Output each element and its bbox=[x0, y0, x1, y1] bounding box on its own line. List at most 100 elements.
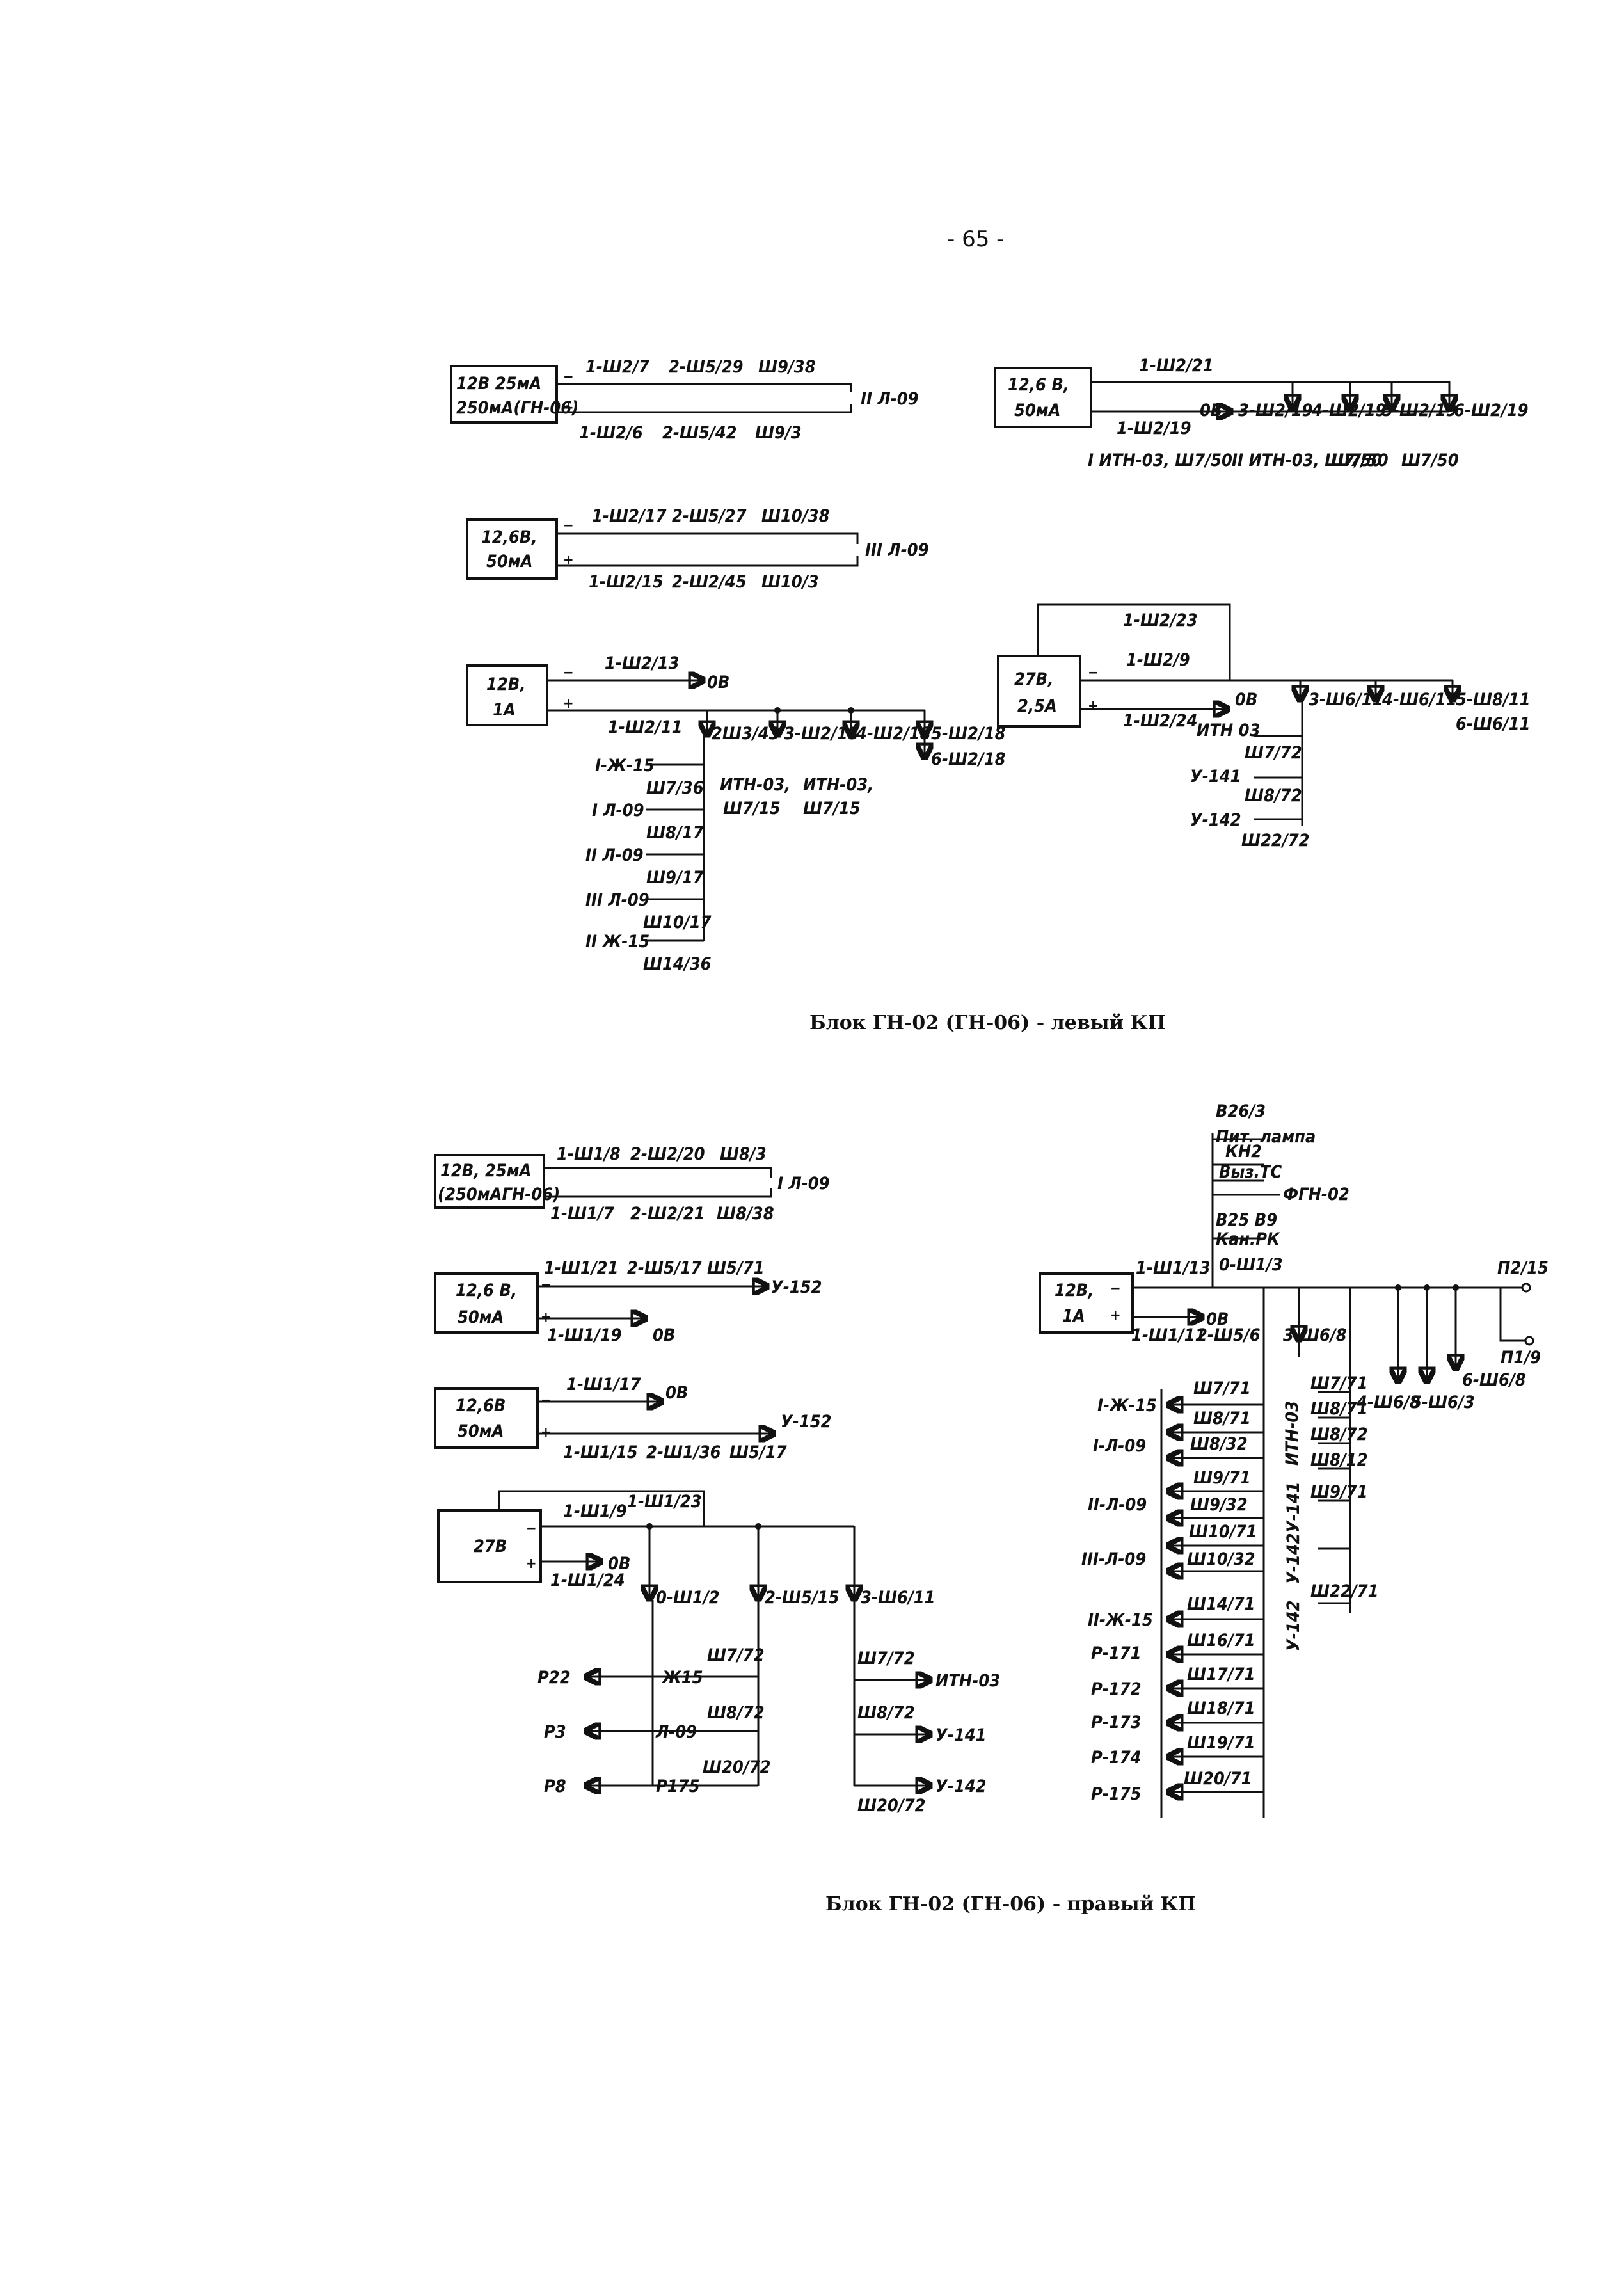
side-conn: Ш22/71 bbox=[1310, 1581, 1379, 1601]
load-name: Р-173 bbox=[1091, 1713, 1142, 1732]
conn-label: 2-Ш5/17 bbox=[627, 1258, 702, 1278]
plus-sign: + bbox=[1088, 698, 1099, 714]
tap-label: 4-Ш6/11 bbox=[1381, 690, 1457, 710]
load-label: I ИТН-03, Ш7/50 bbox=[1088, 451, 1232, 470]
load-conn: Ш14/36 bbox=[643, 954, 712, 974]
left-supply-4: 12В, 1А − + 1-Ш2/13 0В 1-Ш2/11 2Ш3/43 3-… bbox=[466, 653, 1006, 974]
left-kp-diagram: 12В 25мА 250мА(ГН-06) − + 1-Ш2/7 2-Ш5/29… bbox=[450, 356, 1531, 1034]
conn-label: Ш9/38 bbox=[758, 357, 816, 377]
box-line-2: 2,5А bbox=[1017, 696, 1057, 716]
box-line-2: 50мА bbox=[458, 1421, 504, 1441]
box-line-1: 12В, bbox=[1055, 1281, 1094, 1300]
conn-label: 1-Ш2/24 bbox=[1123, 711, 1198, 731]
load-conn: Ш22/72 bbox=[1241, 831, 1310, 851]
load-conn: Ш16/71 bbox=[1187, 1631, 1255, 1651]
box-line-1: 12В 25мА bbox=[456, 374, 541, 394]
mast-label: В26/3 bbox=[1216, 1101, 1266, 1121]
conn-label: 2-Ш5/42 bbox=[662, 423, 737, 443]
minus-sign: − bbox=[1110, 1281, 1121, 1297]
load-dest: Р22 bbox=[537, 1668, 571, 1688]
load-conn: Ш7/72 bbox=[707, 1645, 765, 1665]
tap-label: 0-Ш1/2 bbox=[656, 1588, 720, 1608]
conn-label: 0-Ш1/3 bbox=[1219, 1255, 1283, 1275]
load-conn: Ш8/32 bbox=[1190, 1434, 1248, 1454]
tap-label: 6-Ш2/19 bbox=[1454, 401, 1529, 420]
conn-label: Ш9/3 bbox=[755, 423, 802, 443]
minus-sign: − bbox=[526, 1521, 537, 1537]
load-conn: Ш20/71 bbox=[1184, 1769, 1252, 1789]
load-conn: Ш9/17 bbox=[646, 868, 704, 888]
box-line-1: 12,6В, bbox=[481, 527, 537, 547]
load-name: II Ж-15 bbox=[585, 932, 649, 952]
box-line-1: 27В, bbox=[1014, 669, 1054, 689]
tap-label: 3-Ш2/19 bbox=[1238, 401, 1313, 420]
right-kp-diagram: 12В, 25мА (250мАГН-06) 1-Ш1/8 2-Ш2/20 Ш8… bbox=[434, 1101, 1548, 1915]
supply-box bbox=[434, 1154, 545, 1209]
terminal bbox=[1521, 1283, 1531, 1293]
conn-label: 1-Ш1/13 bbox=[1136, 1258, 1211, 1278]
side-conn: Ш8/72 bbox=[1310, 1425, 1368, 1444]
conn-label: 2-Ш5/27 bbox=[672, 506, 747, 526]
caption-right: Блок ГН-02 (ГН-06) - правый КП bbox=[825, 1893, 1196, 1915]
box-line-2: 50мА bbox=[458, 1307, 504, 1327]
load-conn: Ш19/71 bbox=[1187, 1733, 1255, 1753]
load-name: II-Л-09 bbox=[1088, 1495, 1147, 1515]
conn-label: 1-Ш2/19 bbox=[1117, 419, 1191, 438]
conn-label: Ш5/17 bbox=[729, 1443, 787, 1462]
load-name: Л-09 bbox=[655, 1722, 697, 1742]
load-conn: Ш10/17 bbox=[643, 913, 712, 932]
wire bbox=[1499, 1288, 1526, 1342]
right-supply-5: 12В, 1А − + В26/3 Пит. лампа КН2 Выз.ТС … bbox=[1039, 1101, 1548, 1818]
load-conn: Ш7/72 bbox=[857, 1649, 915, 1668]
load-name: II Л-09 bbox=[585, 845, 644, 865]
itn-label: ИТН-03, bbox=[803, 775, 873, 795]
box-line-2: 250мА(ГН-06) bbox=[456, 398, 578, 418]
tap-label: 2Ш3/43 bbox=[712, 724, 780, 744]
side-conn: Ш8/12 bbox=[1310, 1450, 1368, 1470]
box-line-2: (250мАГН-06) bbox=[438, 1185, 560, 1204]
tap-label: 5-Ш2/19 bbox=[1382, 401, 1457, 420]
load-name: I-Л-09 bbox=[1093, 1436, 1146, 1456]
box-line-1: 27В bbox=[474, 1537, 507, 1556]
dest-label: III Л-09 bbox=[865, 540, 929, 560]
itn-label: Ш7/15 bbox=[723, 799, 781, 819]
conn-label: 2-Ш5/6 bbox=[1197, 1325, 1261, 1345]
load-conn: Ш7/36 bbox=[646, 778, 704, 798]
conn-label: 1-Ш2/15 bbox=[589, 572, 664, 592]
junction bbox=[755, 1523, 761, 1530]
conn-label: 2-Ш5/29 bbox=[669, 357, 744, 377]
minus-sign: − bbox=[1088, 665, 1099, 681]
tap-label: 5-Ш2/18 bbox=[931, 724, 1006, 744]
supply-box bbox=[466, 664, 548, 726]
page-number: - 65 - bbox=[947, 227, 1004, 252]
left-supply-2: 12,6В, 50мА − + 1-Ш2/17 2-Ш5/27 Ш10/38 1… bbox=[466, 506, 929, 592]
tap-label: 3-Ш2/18 bbox=[784, 724, 859, 744]
junction bbox=[848, 707, 854, 714]
conn-label: 1-Ш1/11 bbox=[1131, 1325, 1206, 1345]
tap-label: 4-Ш6/8 bbox=[1356, 1393, 1421, 1412]
load-name: I-Ж-15 bbox=[595, 756, 655, 776]
zero-label: 0В bbox=[1235, 690, 1257, 710]
mast-label: Пит. лампа bbox=[1216, 1127, 1316, 1147]
loop-label: 1-Ш2/23 bbox=[1123, 611, 1198, 630]
supply-box bbox=[466, 518, 558, 580]
tap-label: 4-Ш2/18 bbox=[856, 724, 931, 744]
vertical-label: У-141 bbox=[1284, 1482, 1303, 1533]
wire bbox=[544, 1167, 772, 1178]
conn-label: 3-Ш6/8 bbox=[1283, 1325, 1347, 1345]
conn-label: 1-Ш2/21 bbox=[1139, 356, 1214, 376]
junction bbox=[774, 707, 781, 714]
load-name: III Л-09 bbox=[585, 890, 649, 910]
conn-label: Ш10/38 bbox=[761, 506, 830, 526]
conn-label: 1-Ш2/9 bbox=[1126, 650, 1190, 670]
box-line-2: 1А bbox=[1062, 1306, 1085, 1326]
wire bbox=[557, 383, 852, 392]
conn-label: 1-Ш1/8 bbox=[557, 1144, 621, 1164]
load-conn: Ш7/71 bbox=[1193, 1379, 1251, 1398]
conn-label: 2-Ш1/36 bbox=[646, 1443, 721, 1462]
tap-label: 3-Ш6/11 bbox=[1309, 690, 1383, 710]
junction bbox=[646, 1523, 653, 1530]
conn-label: 2-Ш2/45 bbox=[672, 572, 747, 592]
supply-box bbox=[1039, 1272, 1134, 1334]
load-name: I Л-09 bbox=[592, 801, 644, 820]
